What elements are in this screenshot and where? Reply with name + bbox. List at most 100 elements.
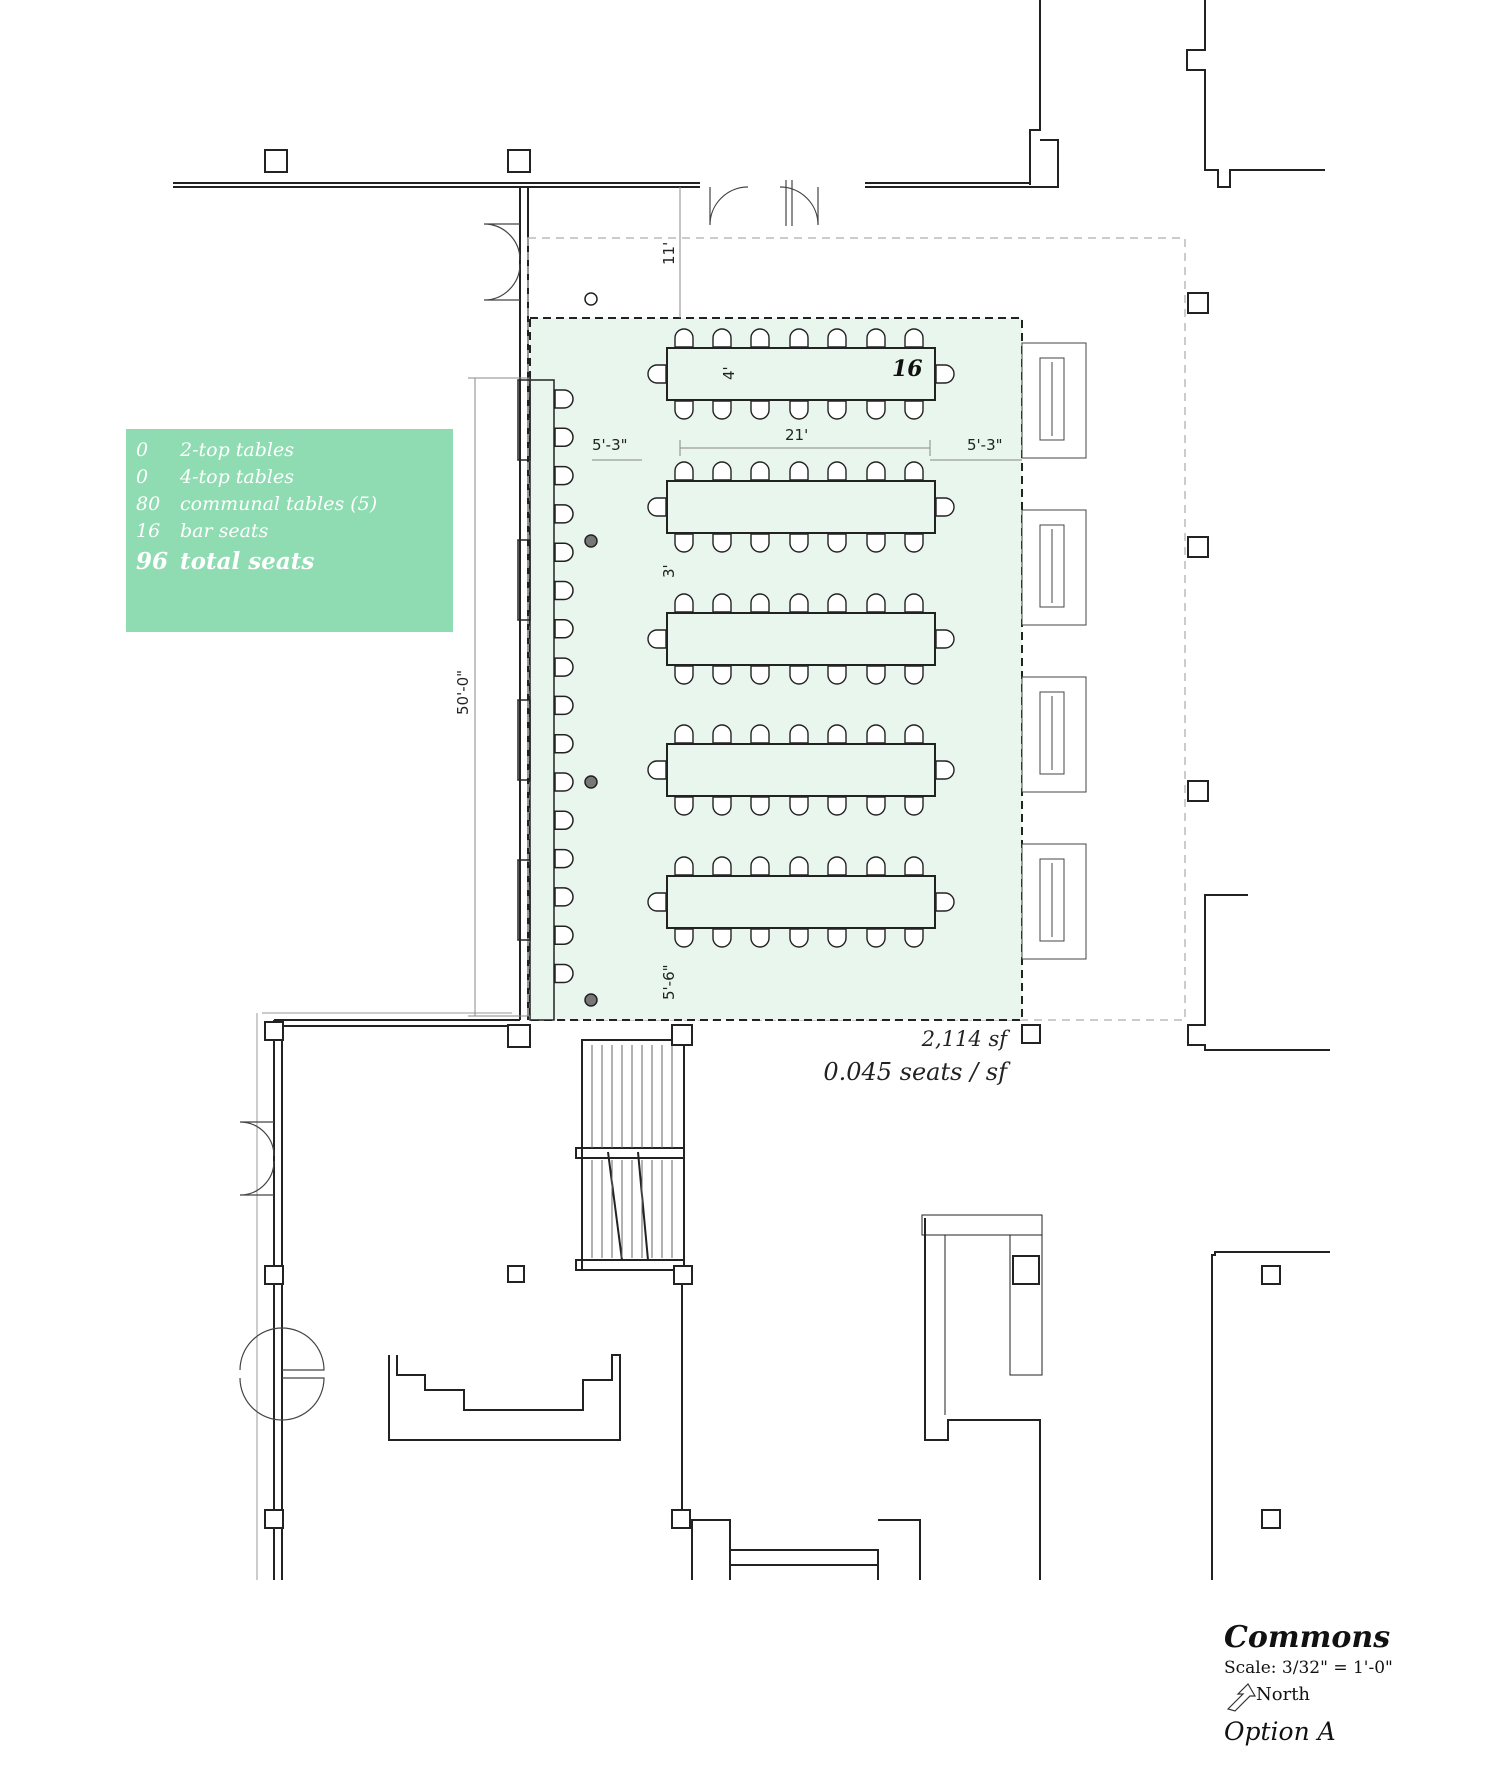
chair [827, 796, 847, 816]
title-block: Commons Scale: 3/32" = 1'-0" North Optio… [1224, 1620, 1393, 1752]
chair [750, 724, 770, 744]
chair [750, 593, 770, 613]
legend-row-communal: 80 communal tables (5) [136, 491, 443, 518]
legend-total-label: total seats [180, 548, 315, 575]
chair [827, 928, 847, 948]
north-arrow-icon [1226, 1683, 1257, 1712]
chair [789, 796, 809, 816]
chair [712, 400, 732, 420]
chair [827, 461, 847, 481]
bar-seat [554, 542, 574, 562]
chair [827, 593, 847, 613]
dim-top-clearance: 11' [660, 242, 678, 265]
end-chair [647, 629, 667, 649]
dimension-lines [468, 187, 1022, 1017]
table-top [666, 480, 936, 534]
legend-label: bar seats [180, 520, 269, 542]
bar-seats [554, 389, 574, 984]
chair [750, 400, 770, 420]
bar-seat [554, 772, 574, 792]
bar-seat [554, 733, 574, 754]
end-chair [935, 497, 955, 517]
legend-row-total: 96 total seats [136, 545, 443, 579]
chair [750, 461, 770, 481]
legend-count: 80 [136, 493, 161, 515]
walls [173, 0, 1330, 1580]
table-seat-count: 16 [892, 356, 923, 382]
chair [712, 593, 732, 613]
end-chair [647, 497, 667, 517]
bar-seat [554, 887, 574, 907]
chair [674, 665, 694, 685]
chair [712, 665, 732, 685]
chair [904, 724, 924, 744]
bar-seat [554, 695, 574, 716]
chair [827, 533, 847, 553]
table-top [666, 347, 936, 401]
bar-counter [517, 379, 555, 1021]
legend-row-bar: 16 bar seats [136, 518, 443, 545]
seat-density: 0.045 seats / sf [823, 1058, 1007, 1086]
end-chair [647, 760, 667, 780]
chair [904, 856, 924, 876]
chair [750, 856, 770, 876]
table-top [666, 743, 936, 797]
chair [750, 533, 770, 553]
chair [904, 461, 924, 481]
chair [789, 533, 809, 553]
end-chair [935, 892, 955, 912]
chair [827, 328, 847, 348]
chair [789, 724, 809, 744]
dim-right-clearance: 5'-3" [967, 436, 1003, 454]
legend-row-4top: 0 4-top tables [136, 464, 443, 491]
legend-count: 0 [136, 439, 149, 461]
chair [712, 461, 732, 481]
chair [827, 665, 847, 685]
chair [904, 400, 924, 420]
chair [789, 856, 809, 876]
service-stations [1021, 342, 1087, 960]
communal-table [647, 593, 955, 685]
bar-seat [554, 657, 574, 677]
table-top [666, 612, 936, 666]
chair [904, 928, 924, 948]
chair [866, 328, 886, 348]
chair [674, 928, 694, 948]
legend-label: 4-top tables [180, 466, 294, 488]
bar-seat [554, 963, 574, 984]
chair [789, 928, 809, 948]
end-chair [647, 364, 667, 384]
chair [674, 328, 694, 348]
chair [674, 533, 694, 553]
chair [789, 328, 809, 348]
bar-seat [554, 848, 574, 869]
dim-table-width: 4' [720, 366, 738, 380]
communal-table [647, 328, 955, 420]
north-label: North [1256, 1684, 1311, 1705]
chair [904, 796, 924, 816]
fixtures [584, 292, 598, 1007]
legend-total-count: 96 [136, 548, 169, 575]
chair [712, 796, 732, 816]
chair [712, 533, 732, 553]
chair [712, 856, 732, 876]
chair [866, 533, 886, 553]
end-chair [935, 629, 955, 649]
chair [789, 665, 809, 685]
chair [866, 796, 886, 816]
chair [866, 928, 886, 948]
dim-table-gap: 3' [660, 564, 678, 578]
plan-option: Option A [1224, 1717, 1336, 1746]
bar-seat [554, 504, 574, 524]
chair [866, 724, 886, 744]
chair [827, 856, 847, 876]
legend-label: 2-top tables [180, 439, 294, 461]
chair [866, 461, 886, 481]
communal-table [647, 856, 955, 948]
chair [750, 665, 770, 685]
chair [904, 665, 924, 685]
dim-left-clearance: 5'-3" [592, 436, 628, 454]
chair [674, 724, 694, 744]
chair [750, 796, 770, 816]
